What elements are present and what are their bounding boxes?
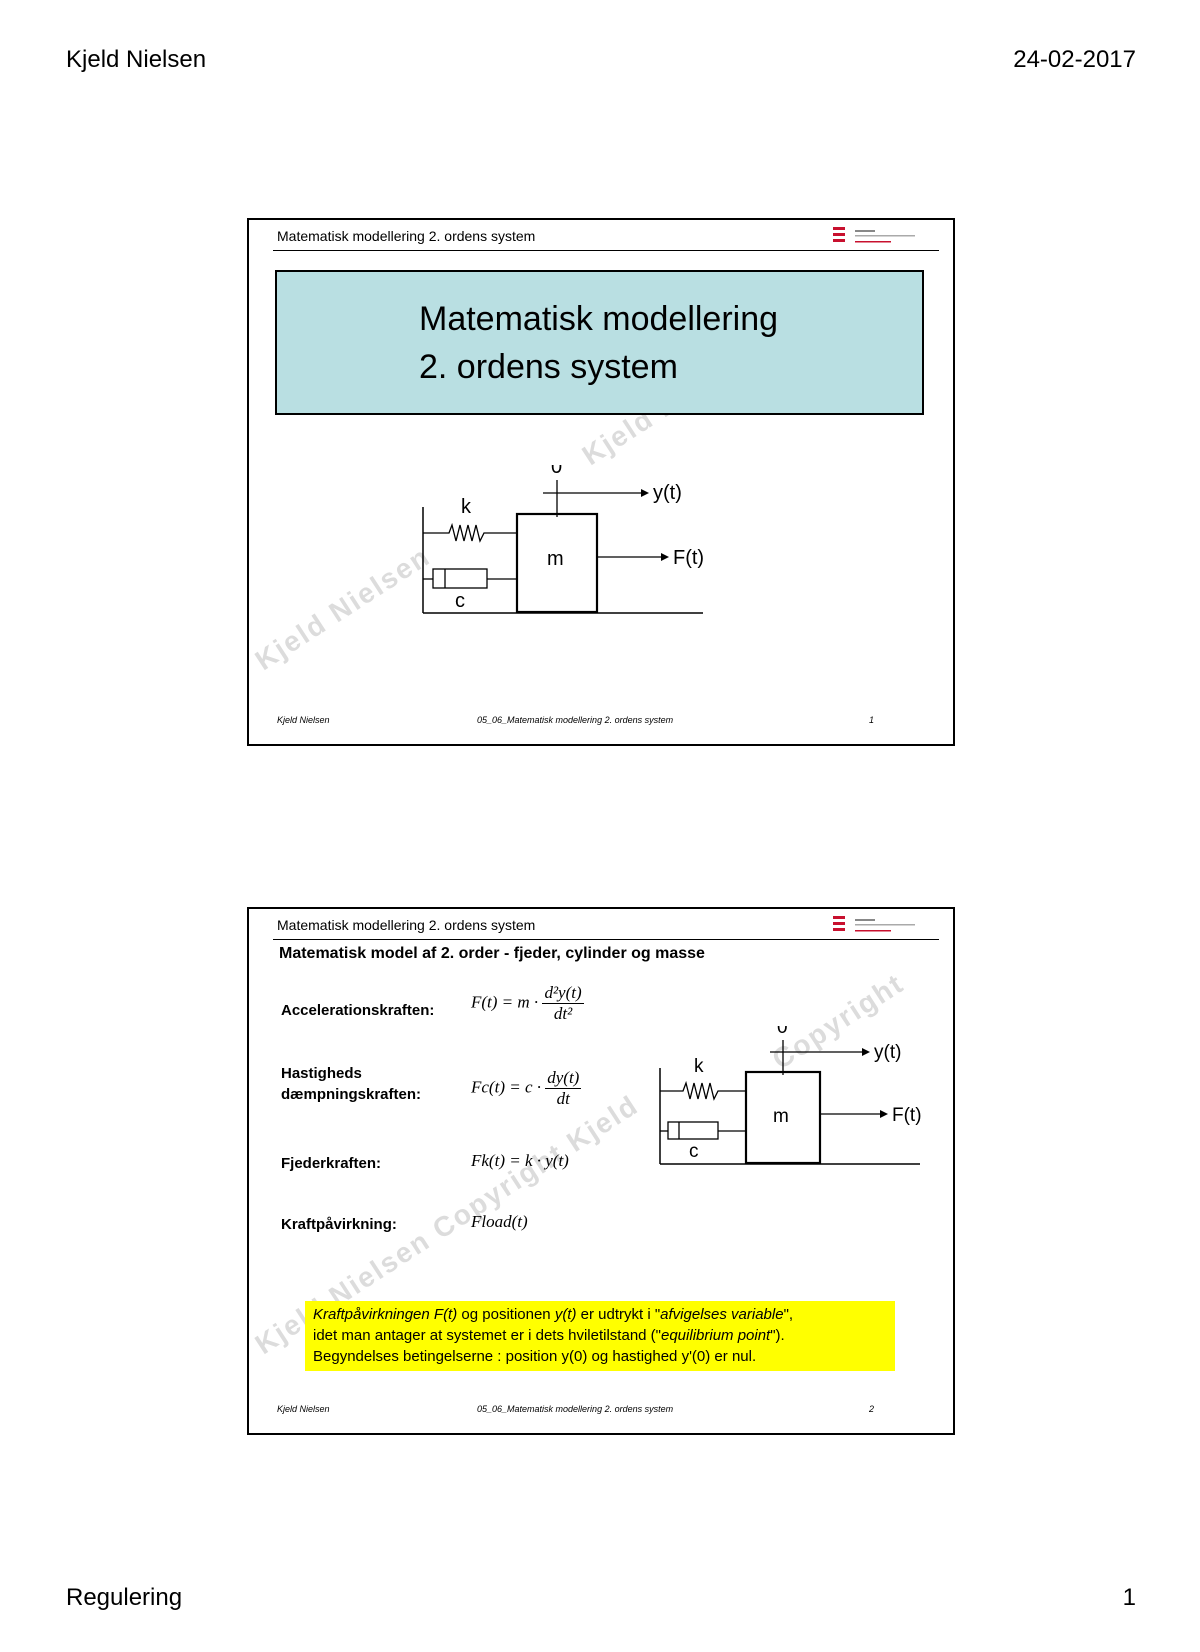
slide-1: Kjeld Nielsen Kjeld N Matematisk modelle…	[247, 218, 955, 746]
dtu-logo	[833, 916, 915, 932]
slide-2: Kjeld Nielsen Copyright Kjeld Copyright …	[247, 907, 955, 1435]
mass-label: m	[547, 548, 564, 570]
k-label: k	[461, 496, 472, 518]
formula-load: Fload(t)	[471, 1212, 528, 1231]
y-label: y(t)	[874, 1042, 901, 1063]
slide-header: Matematisk modellering 2. ordens system	[277, 917, 536, 933]
slide-footer-number: 1	[869, 715, 875, 725]
page-course: Regulering	[66, 1584, 183, 1611]
formula-acceleration: F(t) = m · d²y(t)dt²	[471, 983, 584, 1023]
dtu-logo	[833, 227, 915, 243]
page-number: 1	[1122, 1584, 1136, 1611]
c-label: c	[455, 590, 465, 612]
slide-footer-author: Kjeld Nielsen	[277, 1404, 330, 1414]
slide-title: Matematisk modellering	[419, 300, 779, 338]
title-box: Matematisk modellering 2. ordens system	[275, 270, 924, 415]
label-spring: Fjederkraften:	[281, 1155, 382, 1172]
origin-label: 0	[777, 1026, 788, 1038]
slide-header: Matematisk modellering 2. ordens system	[277, 228, 536, 244]
page-author: Kjeld Nielsen	[66, 46, 207, 73]
slide-footer-file: 05_06_Matematisk modellering 2. ordens s…	[477, 1404, 674, 1414]
note-line-2: idet man antager at systemet er i dets h…	[313, 1327, 785, 1344]
note-line-1: Kraftpåvirkningen F(t) og positionen y(t…	[313, 1306, 794, 1323]
c-label: c	[689, 1141, 699, 1162]
f-label: F(t)	[673, 547, 704, 569]
note-line-3: Begyndelses betingelserne : position y(0…	[313, 1348, 757, 1365]
label-acceleration: Accelerationskraften:	[281, 1002, 435, 1019]
note-box: Kraftpåvirkningen F(t) og positionen y(t…	[305, 1301, 895, 1371]
formula-damping: Fc(t) = c · dy(t)dt	[471, 1068, 582, 1108]
watermark: Kjeld Nielsen	[249, 540, 436, 677]
slide-footer-author: Kjeld Nielsen	[277, 715, 330, 725]
mass-label: m	[773, 1106, 789, 1127]
mass-spring-damper-diagram: 0 y(t) k m F(t) c	[422, 465, 704, 614]
header-divider	[273, 250, 939, 251]
slide-footer-number: 2	[869, 1404, 875, 1414]
label-load: Kraftpåvirkning:	[281, 1216, 397, 1233]
slide-footer-file: 05_06_Matematisk modellering 2. ordens s…	[477, 715, 674, 725]
label-damping: Hastigheds dæmpningskraften:	[281, 1065, 422, 1103]
k-label: k	[694, 1056, 704, 1077]
y-label: y(t)	[653, 482, 682, 504]
slide-heading: Matematisk model af 2. order - fjeder, c…	[279, 945, 705, 962]
f-label: F(t)	[892, 1105, 922, 1126]
slide-subtitle: 2. ordens system	[419, 348, 678, 386]
formula-spring: Fk(t) = k · y(t)	[471, 1151, 569, 1170]
mass-spring-damper-diagram: 0 y(t) k m F(t) c	[659, 1026, 922, 1165]
page-date: 24-02-2017	[1013, 46, 1136, 73]
header-divider	[273, 939, 939, 940]
origin-label: 0	[551, 465, 562, 478]
